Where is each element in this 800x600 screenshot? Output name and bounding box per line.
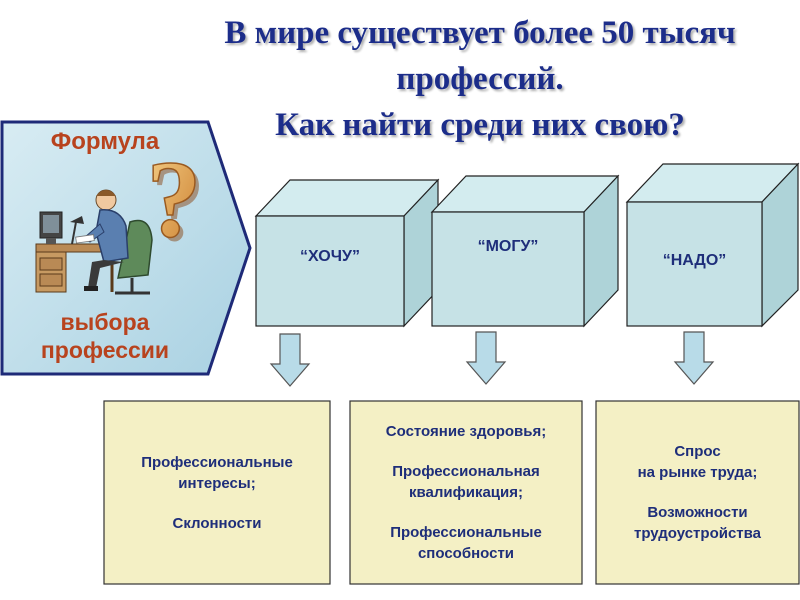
- cube-mogu: [430, 174, 620, 328]
- title-line-1: В мире существует более 50 тысяч: [224, 15, 736, 51]
- title-line-2: профессий.: [396, 61, 564, 97]
- title-line-3: Как найти среди них свою?: [275, 107, 685, 143]
- box-demand-line-3: Возможности: [647, 504, 748, 521]
- box-interests-line-1: Профессиональные: [141, 453, 293, 471]
- box-demand: Спрос на рынке труда; Возможности трудоу…: [596, 401, 799, 584]
- arrow-down-1: [269, 333, 311, 387]
- cube-label-mogu: “МОГУ”: [477, 238, 539, 255]
- box-health-line-4: Профессиональные: [390, 524, 542, 541]
- cube-label-nado: “НАДО”: [662, 252, 727, 269]
- cube-nado: [625, 162, 800, 328]
- formula-label-top: Формула: [50, 128, 160, 155]
- box-health-bg: [349, 400, 583, 585]
- cube-label-khochu: “ХОЧУ”: [300, 248, 360, 265]
- arrow-down-3: [673, 331, 715, 385]
- box-health-line-3: квалификация;: [408, 484, 523, 501]
- cube-khochu: [254, 178, 440, 328]
- box-demand-bg: [595, 400, 800, 585]
- person-at-desk-icon: [35, 189, 153, 295]
- formula-bottom-line-2: профессии: [40, 337, 170, 363]
- box-health-line-5: способности: [417, 545, 515, 562]
- question-mark-icon: ? ?: [146, 137, 206, 264]
- box-demand-line-1: Спрос: [674, 443, 721, 460]
- svg-text:?: ?: [147, 138, 202, 260]
- formula-label-bottom: выбора профессии: [10, 308, 200, 364]
- arrow-down-2: [465, 331, 507, 385]
- box-interests-line-2: интересы;: [178, 474, 256, 492]
- box-demand-line-4: трудоустройства: [633, 525, 762, 542]
- box-health: Состояние здоровья; Профессиональная ква…: [350, 401, 582, 584]
- page-title: В мире существует более 50 тысяч професс…: [150, 10, 800, 148]
- box-health-line-2: Профессиональная: [392, 463, 540, 480]
- box-health-line-1: Состояние здоровья;: [385, 423, 547, 440]
- box-interests-bg: [103, 400, 331, 585]
- box-interests-line-3: Склонности: [172, 514, 262, 532]
- box-demand-line-2: на рынке труда;: [637, 464, 758, 481]
- box-interests: Профессиональные интересы; Склонности: [104, 401, 330, 584]
- svg-text:?: ?: [151, 142, 206, 264]
- formula-bottom-line-1: выбора: [60, 309, 150, 335]
